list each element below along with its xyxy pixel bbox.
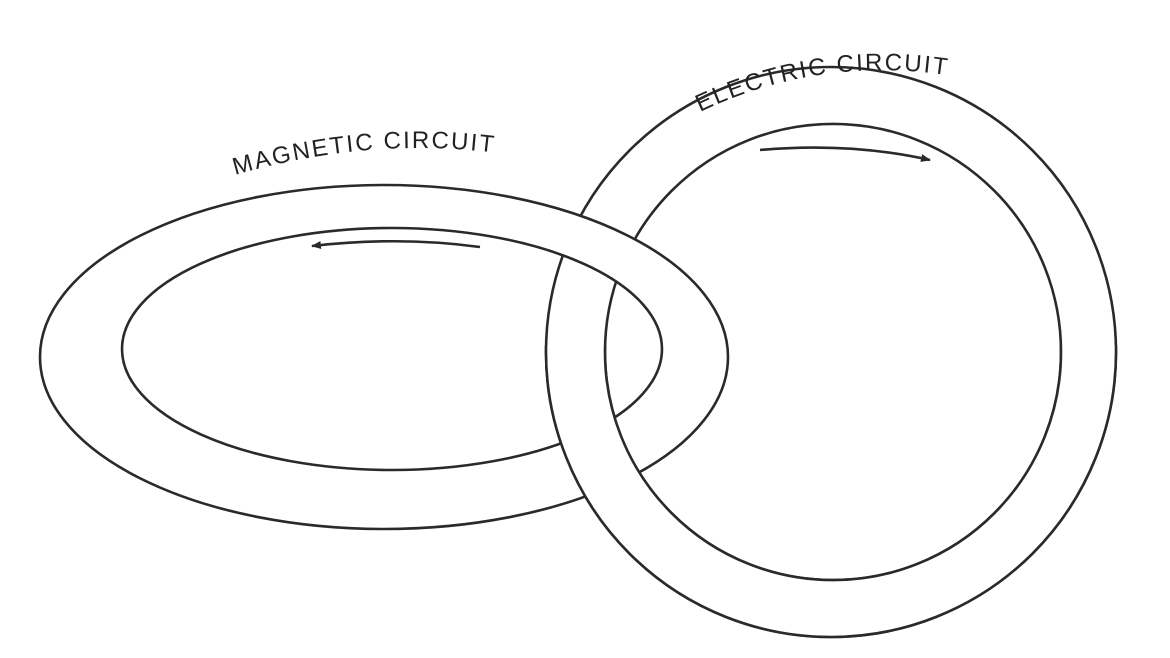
magnetic-flux-arrow-icon (311, 239, 481, 249)
electric-circuit-ring-front (544, 345, 1118, 639)
magnetic-circuit-label: MAGNETIC CIRCUIT (230, 127, 498, 181)
magnetic-circuit-ring (38, 183, 730, 531)
electric-current-arrow-icon (759, 146, 931, 162)
